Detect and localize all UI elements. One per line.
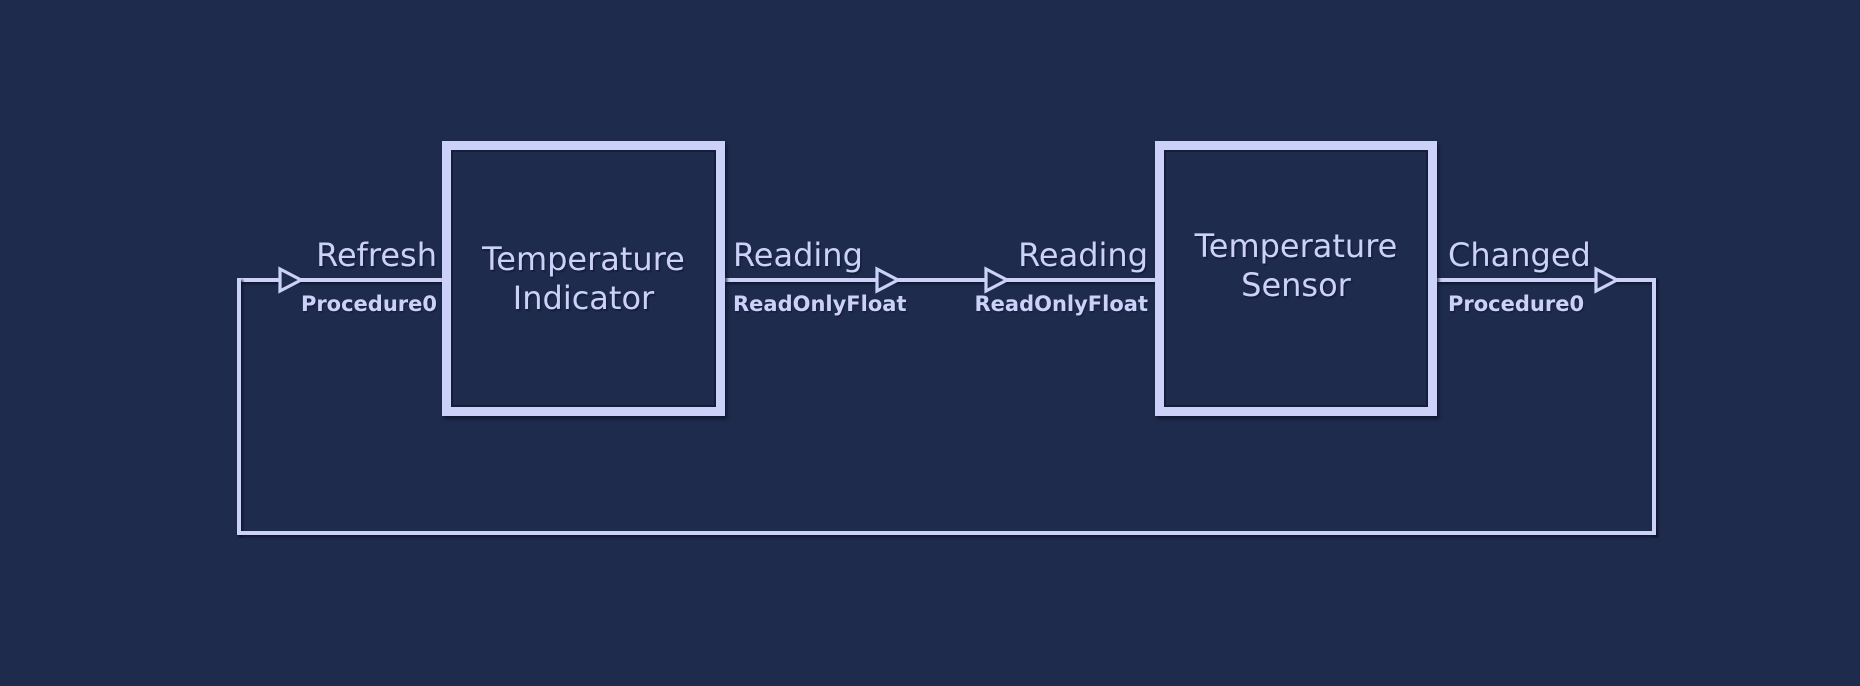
- port-label-sensor-reading: Reading: [1018, 236, 1148, 274]
- feedback-loop-right-line: [1652, 278, 1656, 535]
- port-label-refresh: Refresh: [316, 236, 437, 274]
- component-title-line: Sensor: [1241, 265, 1351, 304]
- component-title: Temperature Sensor: [1195, 227, 1398, 305]
- component-temperature-sensor[interactable]: Temperature Sensor: [1155, 141, 1437, 416]
- arrowhead-right-icon: [875, 266, 901, 294]
- component-title-line: Indicator: [512, 278, 655, 317]
- port-type-refresh: Procedure0: [300, 292, 437, 316]
- arrowhead-right-icon: [984, 266, 1010, 294]
- port-type-sensor-reading: ReadOnlyFloat: [974, 292, 1149, 316]
- feedback-loop-bottom-line: [237, 531, 1656, 535]
- arrowhead-right-icon: [278, 266, 304, 294]
- arrowhead-right-icon: [1594, 266, 1620, 294]
- component-title-line: Temperature: [1194, 226, 1398, 265]
- port-type-changed: Procedure0: [1448, 292, 1585, 316]
- changed-connector-line: [1437, 278, 1656, 282]
- component-temperature-indicator[interactable]: Temperature Indicator: [442, 141, 725, 416]
- port-label-indicator-reading: Reading: [733, 236, 863, 274]
- component-title: Temperature Indicator: [482, 240, 685, 318]
- reading-connector-line: [725, 278, 1155, 282]
- port-label-changed: Changed: [1448, 236, 1591, 274]
- port-type-indicator-reading: ReadOnlyFloat: [733, 292, 907, 316]
- component-title-line: Temperature: [482, 239, 685, 278]
- feedback-loop-left-line: [237, 278, 241, 535]
- refresh-connector-line: [237, 278, 442, 282]
